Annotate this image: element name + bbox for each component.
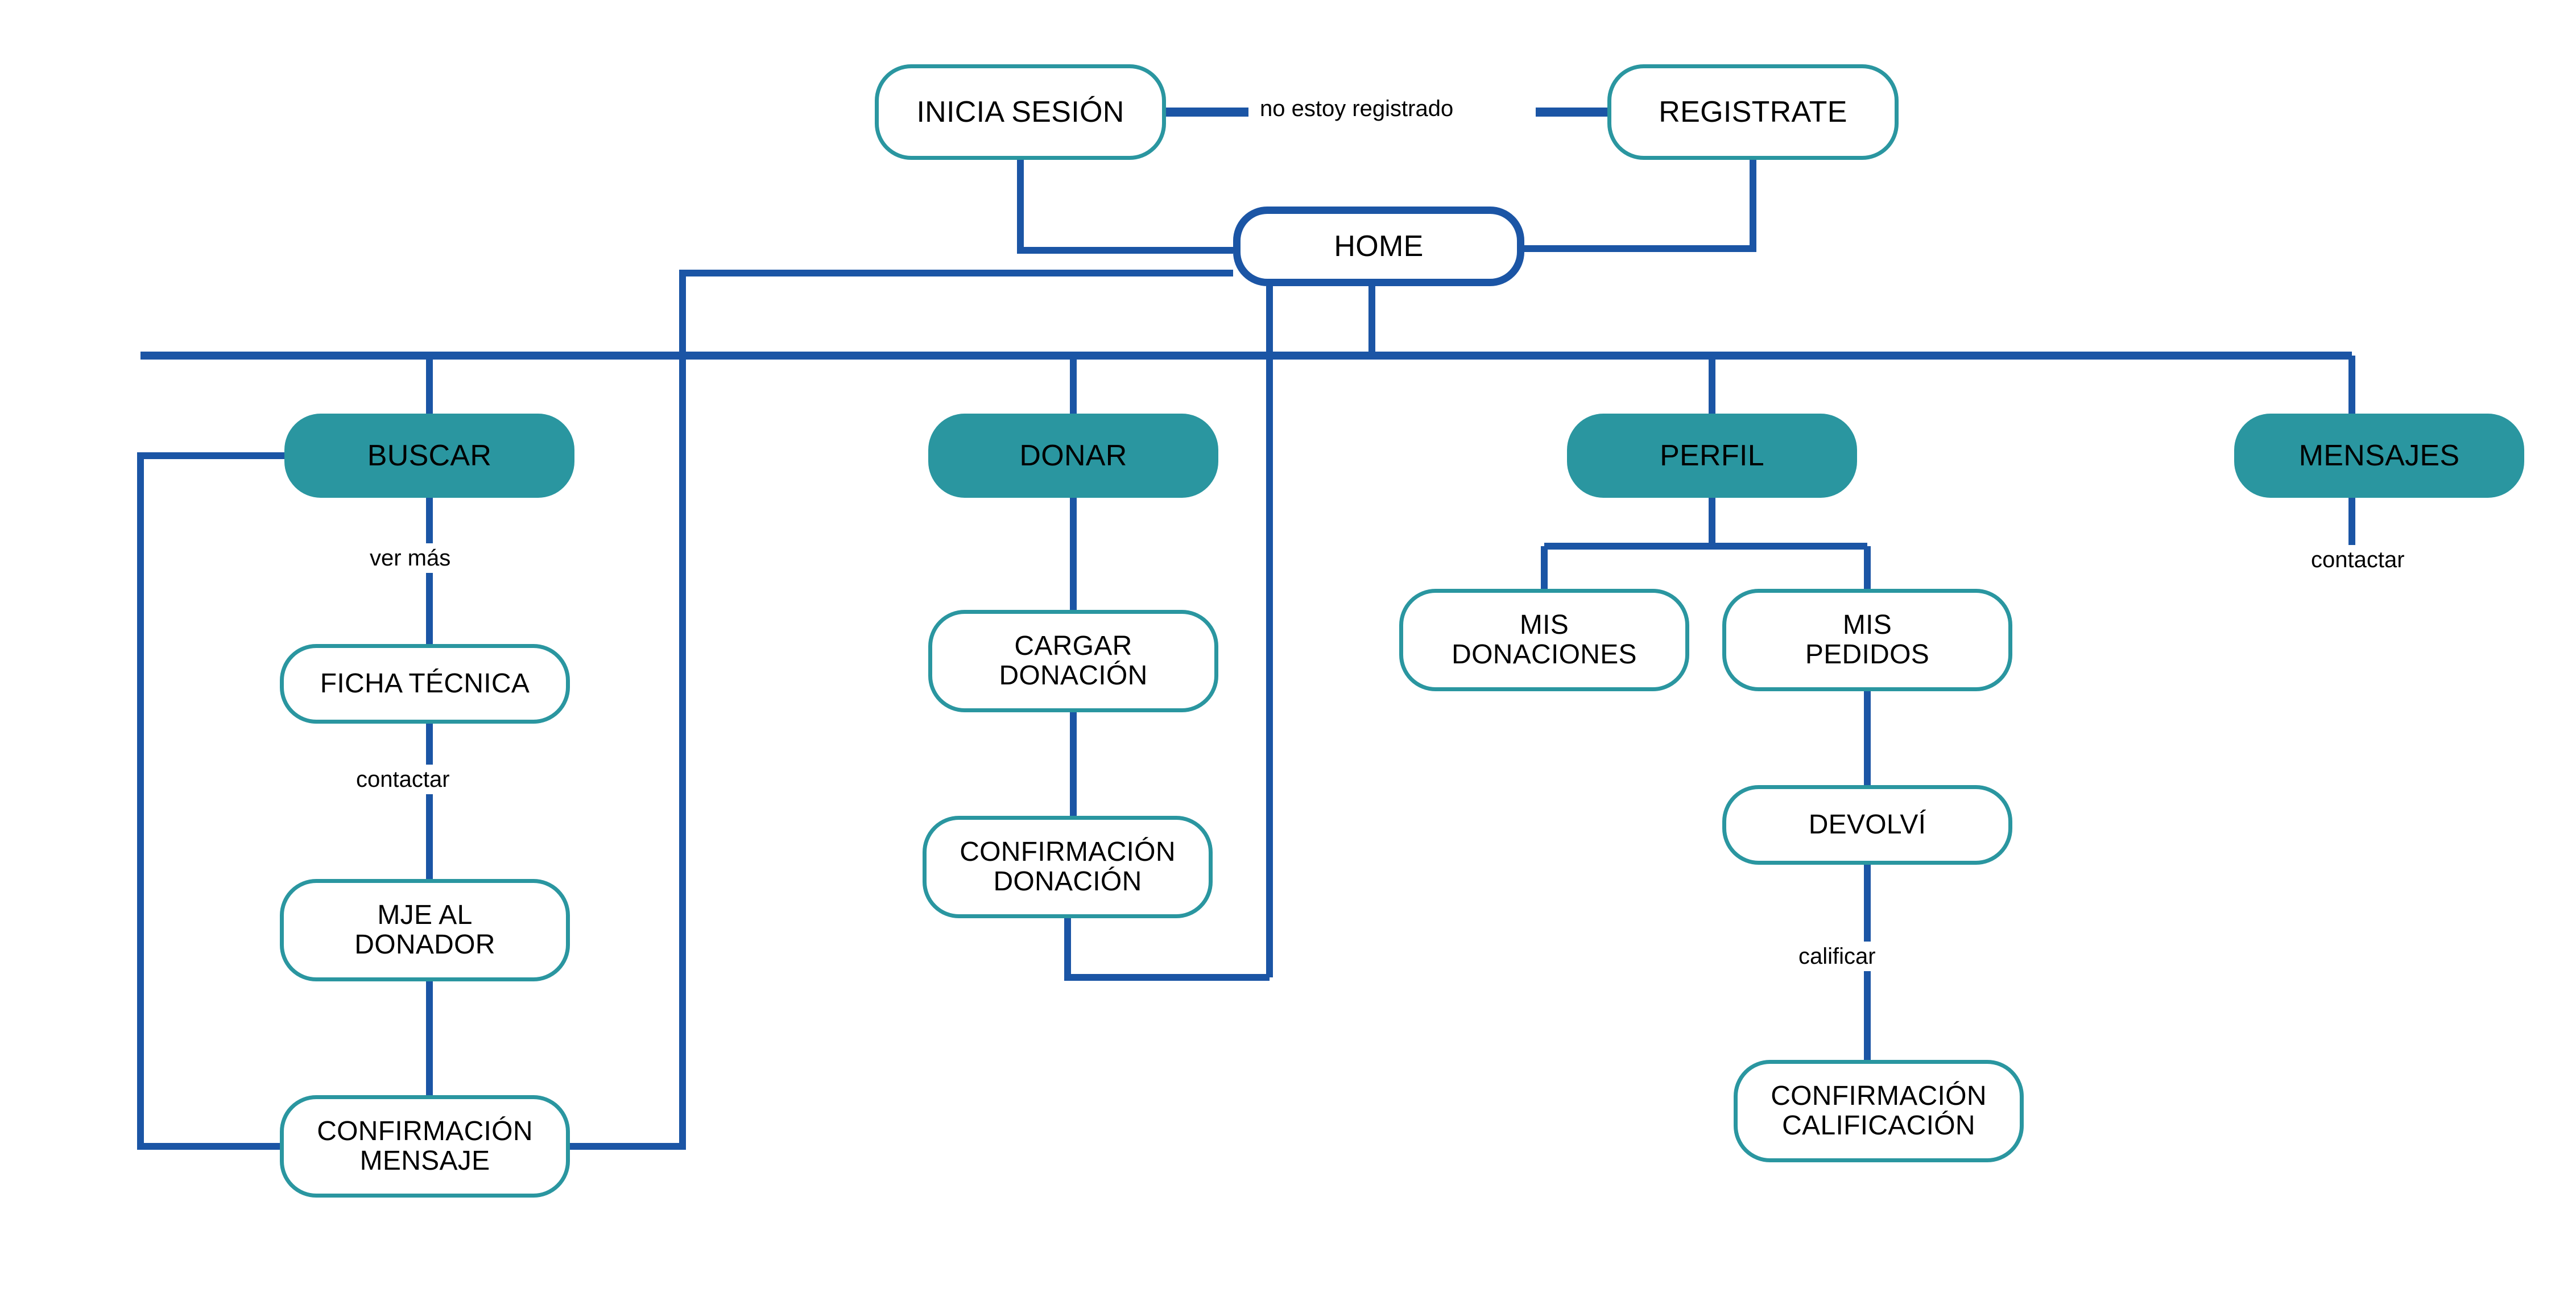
- edge-confirmacion-mensaje-to-home: [570, 270, 1233, 1150]
- edge-confirmacion-mensaje-to-buscar: [137, 452, 284, 1150]
- node-mensajes[interactable]: MENSAJES: [2234, 414, 2524, 498]
- node-confirmacion-calificacion[interactable]: CONFIRMACIÓN CALIFICACIÓN: [1734, 1060, 2024, 1162]
- node-perfil[interactable]: PERFIL: [1567, 414, 1857, 498]
- node-mis-donaciones[interactable]: MIS DONACIONES: [1399, 589, 1689, 691]
- node-registrate[interactable]: REGISTRATE: [1607, 64, 1899, 160]
- node-home[interactable]: HOME: [1233, 207, 1524, 286]
- node-donar[interactable]: DONAR: [928, 414, 1218, 498]
- edge-label-calificar: calificar: [1793, 942, 1882, 971]
- node-mje-al-donador[interactable]: MJE AL DONADOR: [280, 879, 570, 981]
- node-confirmacion-donacion[interactable]: CONFIRMACIÓN DONACIÓN: [923, 816, 1213, 918]
- edge-confirmacion-donacion-to-home: [1064, 918, 1270, 981]
- node-cargar-donacion[interactable]: CARGAR DONACIÓN: [928, 610, 1218, 712]
- node-confirmacion-mensaje[interactable]: CONFIRMACIÓN MENSAJE: [280, 1095, 570, 1198]
- node-ficha-tecnica[interactable]: FICHA TÉCNICA: [280, 644, 570, 724]
- edge-label-contactar-buscar: contactar: [350, 765, 456, 794]
- edge-label-ver-mas: ver más: [364, 543, 457, 573]
- node-buscar[interactable]: BUSCAR: [284, 414, 574, 498]
- node-mis-pedidos[interactable]: MIS PEDIDOS: [1722, 589, 2012, 691]
- node-devolvi[interactable]: DEVOLVÍ: [1722, 785, 2012, 865]
- edge-label-no-estoy-registrado: no estoy registrado: [1254, 94, 1459, 123]
- edge-inicia-to-home: [1017, 160, 1233, 254]
- node-inicia-sesion[interactable]: INICIA SESIÓN: [875, 64, 1166, 160]
- edge-label-contactar-mensajes: contactar: [2305, 545, 2410, 575]
- edge-registrate-to-home: [1524, 160, 1756, 252]
